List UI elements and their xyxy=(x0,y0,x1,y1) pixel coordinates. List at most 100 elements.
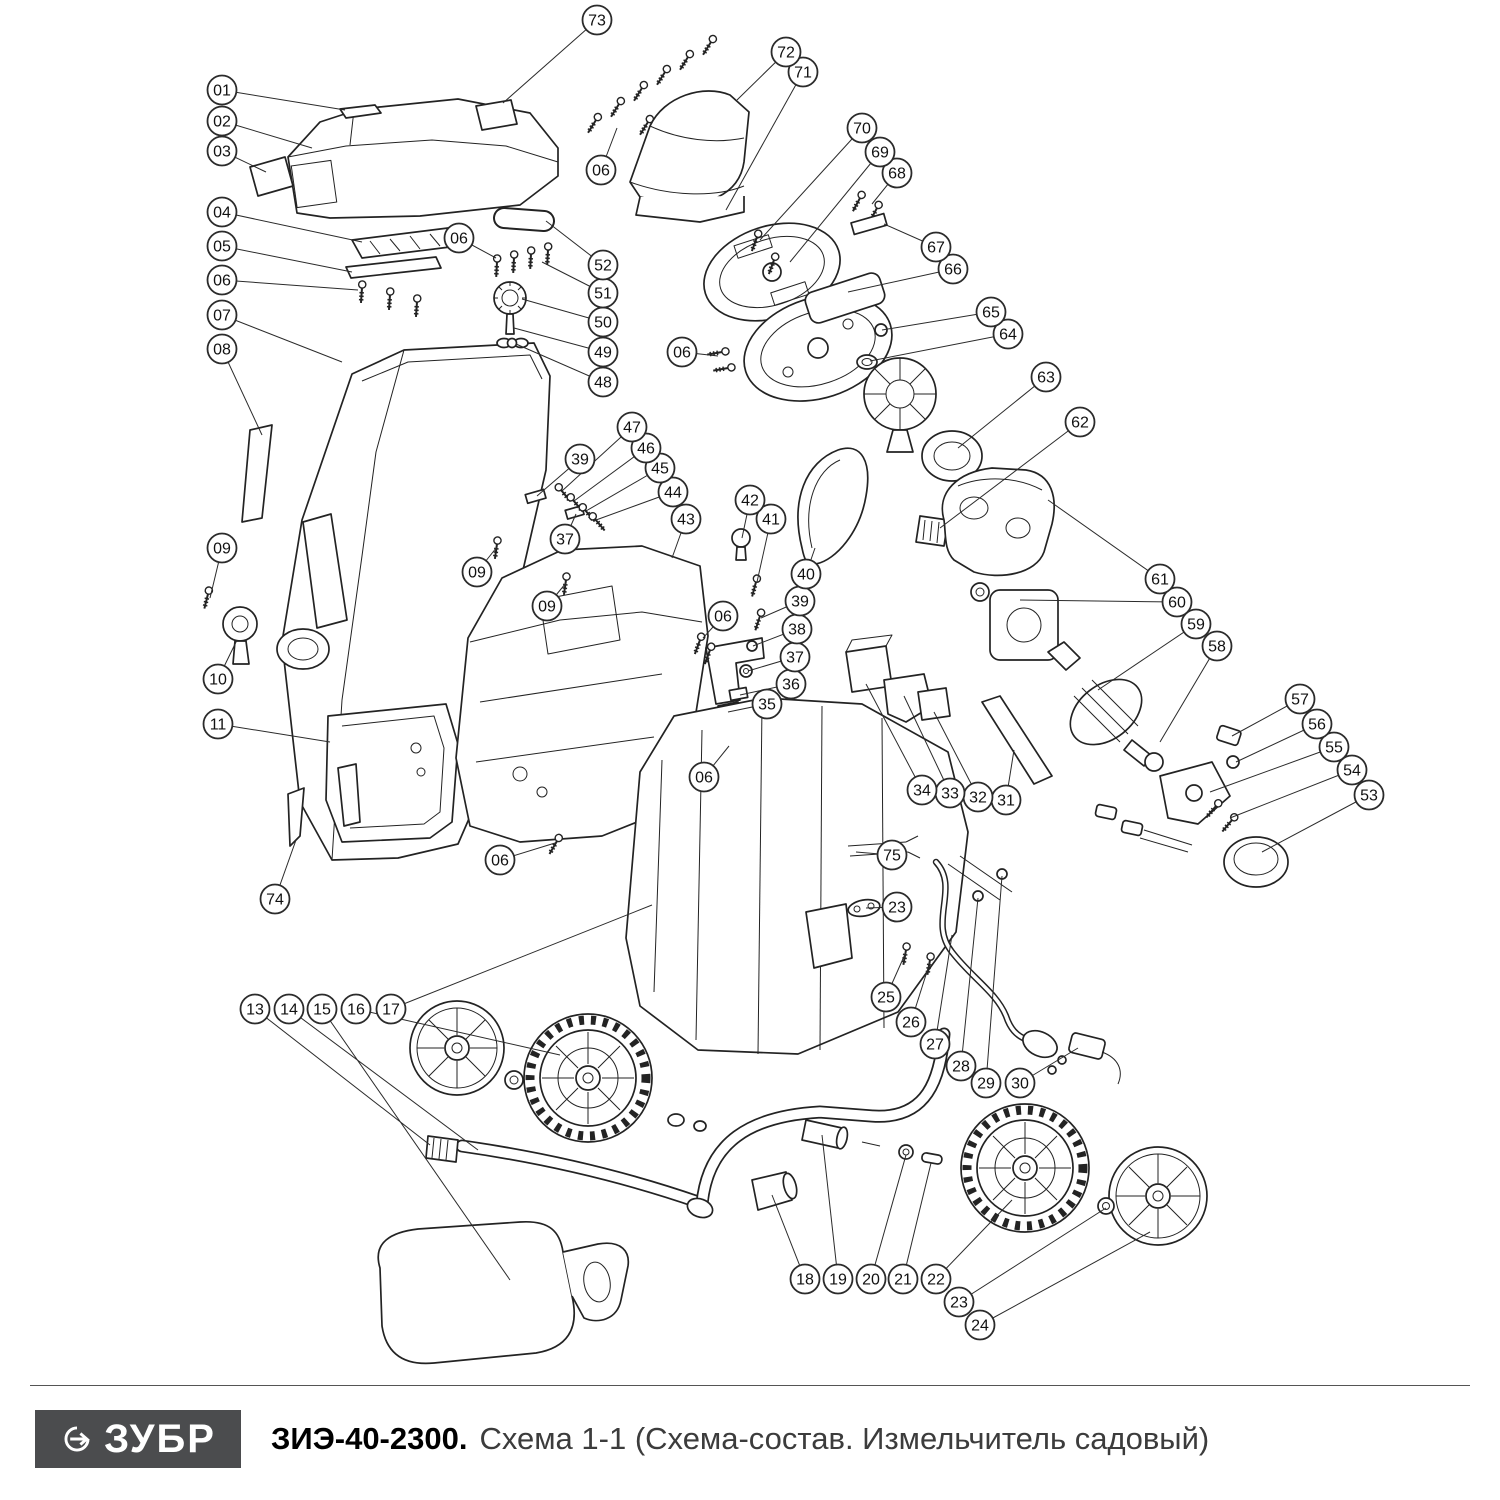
callout-24: 24 xyxy=(964,1231,1151,1341)
callout-leader-line xyxy=(979,1231,1151,1326)
callout-circle xyxy=(549,523,581,555)
model-number: ЗИЭ-40-2300. xyxy=(271,1421,468,1456)
callout-06: 06 xyxy=(702,600,739,639)
callout-75: 75 xyxy=(855,839,908,871)
callout-leader-line xyxy=(985,875,1003,1084)
callout-number: 06 xyxy=(695,770,713,787)
callout-leader-line xyxy=(221,279,359,291)
drawing-wheel-rim-right xyxy=(1097,1146,1208,1246)
callout-28: 28 xyxy=(945,897,979,1082)
callout-15: 15 xyxy=(306,993,511,1281)
callout-31: 31 xyxy=(990,749,1022,816)
callout-09: 09 xyxy=(531,582,567,622)
callout-05: 05 xyxy=(206,230,353,273)
callout-14: 14 xyxy=(273,993,479,1151)
callout-65: 65 xyxy=(881,296,1007,331)
callout-circle xyxy=(887,1263,919,1295)
callout-63: 63 xyxy=(957,361,1062,449)
callout-leader-line xyxy=(390,904,653,1010)
callout-circle xyxy=(587,336,619,368)
callout-41: 41 xyxy=(755,503,787,583)
callout-number: 22 xyxy=(927,1272,945,1289)
callout-number: 18 xyxy=(796,1272,814,1289)
callout-circle xyxy=(206,105,238,137)
callout-number: 58 xyxy=(1208,639,1226,656)
drawing-top-chute xyxy=(629,90,750,223)
callout-leader-line xyxy=(933,711,979,798)
callout-number: 37 xyxy=(786,650,804,667)
callout-number: 06 xyxy=(213,273,231,290)
callout-leader-line xyxy=(1209,746,1335,793)
callout-circle xyxy=(273,993,305,1025)
callout-number: 41 xyxy=(762,512,780,529)
callout-number: 04 xyxy=(213,205,231,222)
callout-number: 61 xyxy=(1151,572,1169,589)
callout-number: 48 xyxy=(594,375,612,392)
callout-number: 09 xyxy=(538,599,556,616)
callout-23: 23 xyxy=(943,1207,1107,1318)
callout-circle xyxy=(975,296,1007,328)
callout-10: 10 xyxy=(202,639,238,695)
callout-circle xyxy=(585,154,617,186)
callout-42: 42 xyxy=(734,484,766,539)
callout-circle xyxy=(734,484,766,516)
callout-leader-line xyxy=(935,1199,1013,1280)
callout-number: 72 xyxy=(777,45,795,62)
callout-number: 13 xyxy=(246,1002,264,1019)
callout-leader-line xyxy=(958,1207,1107,1303)
callout-leader-line xyxy=(221,245,353,273)
callout-circle xyxy=(881,157,913,189)
callout-69: 69 xyxy=(789,136,896,263)
callout-leader-line xyxy=(821,1134,839,1280)
callout-circle xyxy=(937,253,969,285)
callout-circle xyxy=(1161,586,1193,618)
callout-number: 26 xyxy=(902,1015,920,1032)
callout-number: 63 xyxy=(1037,370,1055,387)
callout-09: 09 xyxy=(206,532,238,599)
callout-circle xyxy=(970,1067,1002,1099)
callout-45: 45 xyxy=(585,452,676,512)
callout-circle xyxy=(206,230,238,262)
callout-number: 28 xyxy=(952,1059,970,1076)
callout-61: 61 xyxy=(1047,499,1176,595)
callout-52: 52 xyxy=(545,220,619,281)
callout-18: 18 xyxy=(771,1194,821,1295)
callout-leader-line xyxy=(902,1162,932,1280)
callout-number: 68 xyxy=(888,166,906,183)
callout-circle xyxy=(259,883,291,915)
callout-circle xyxy=(587,366,619,398)
callout-07: 07 xyxy=(206,299,343,363)
callout-number: 53 xyxy=(1360,788,1378,805)
callout-06: 06 xyxy=(206,264,359,296)
callout-21: 21 xyxy=(887,1162,932,1295)
callout-number: 06 xyxy=(491,853,509,870)
callout-leader-line xyxy=(221,89,346,111)
callout-26: 26 xyxy=(895,961,931,1038)
callout-number: 51 xyxy=(594,286,612,303)
callout-circle xyxy=(787,56,819,88)
callout-number: 30 xyxy=(1011,1076,1029,1093)
callout-39: 39 xyxy=(536,443,596,497)
callout-leader-line xyxy=(957,376,1047,449)
callout-number: 57 xyxy=(1291,692,1309,709)
callout-number: 03 xyxy=(213,144,231,161)
callout-number: 34 xyxy=(913,783,931,800)
callout-47: 47 xyxy=(561,411,648,492)
callout-number: 45 xyxy=(651,461,669,478)
callout-circle xyxy=(443,222,475,254)
callout-57: 57 xyxy=(1231,683,1316,737)
brand-arrow-icon xyxy=(64,1426,90,1452)
callout-number: 67 xyxy=(927,240,945,257)
callout-circle xyxy=(206,333,238,365)
callout-circle xyxy=(340,993,372,1025)
callout-circle xyxy=(206,532,238,564)
callout-circle xyxy=(239,993,271,1025)
callout-number: 06 xyxy=(592,163,610,180)
callout-number: 31 xyxy=(997,793,1015,810)
callout-33: 33 xyxy=(903,695,966,809)
callout-leader-line xyxy=(865,683,923,791)
drawing-blade-discs xyxy=(703,190,893,402)
callout-06: 06 xyxy=(484,842,556,876)
callout-circle xyxy=(881,891,913,923)
brand-name: ЗУБР xyxy=(104,1417,216,1461)
